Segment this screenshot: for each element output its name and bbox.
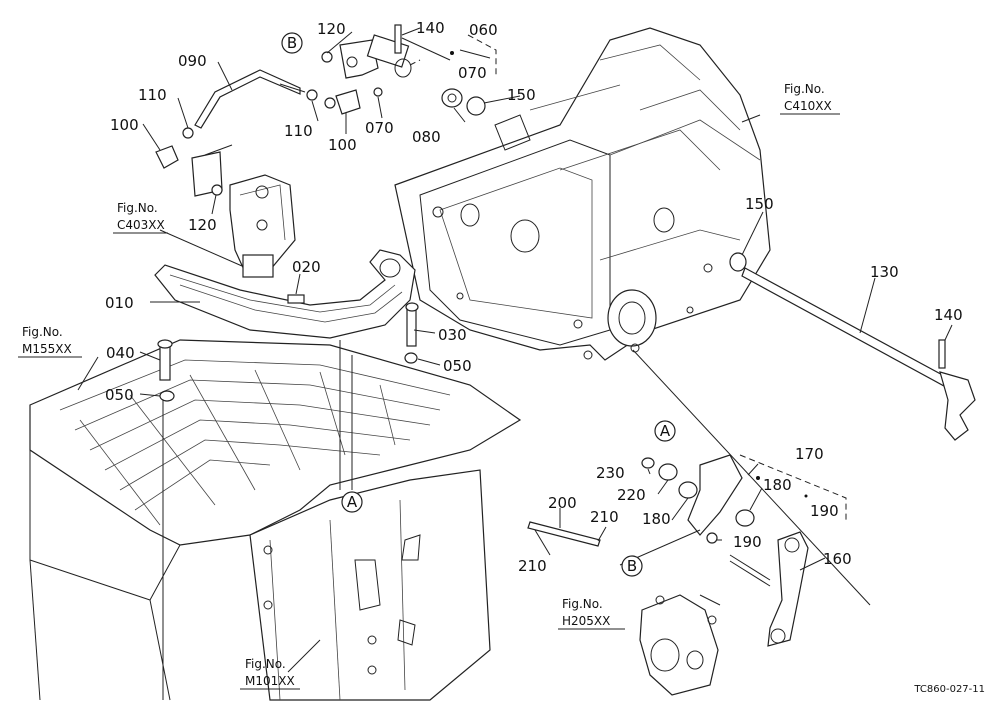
part-label-060: 060 [469, 21, 498, 39]
part-label-010: 010 [105, 294, 134, 312]
group-dot [804, 494, 808, 498]
rod-090 [194, 69, 306, 129]
part-label-130: 130 [870, 263, 899, 281]
part-label-200: 200 [548, 494, 577, 512]
part-label-110-mid: 110 [284, 122, 313, 140]
part-label-180-right: 180 [763, 476, 792, 494]
part-label-120-left: 120 [188, 216, 217, 234]
part-label-090: 090 [178, 52, 207, 70]
part-label-210-left: 210 [518, 557, 547, 575]
fig-ref-h205-line2: H205XX [562, 614, 610, 628]
part-label-190-mid: 190 [733, 533, 762, 551]
part-label-160: 160 [823, 550, 852, 568]
part-label-220: 220 [617, 486, 646, 504]
group-dot [756, 476, 760, 480]
drawing-code: TC860-027-11 [913, 684, 985, 695]
part-label-070-top: 070 [458, 64, 487, 82]
fig-ref-c403-line2: C403XX [117, 218, 165, 232]
callout-b-top-label: B [287, 34, 297, 52]
pedal-010 [154, 249, 416, 339]
fig-ref-m155: Fig.No. M155XX [18, 325, 82, 358]
fig-ref-m155-line2: M155XX [22, 342, 72, 356]
hardware-parts [155, 51, 486, 402]
fig-ref-m101-line2: M101XX [245, 674, 295, 688]
part-label-210-right: 210 [590, 508, 619, 526]
fig-ref-m101-line1: Fig.No. [245, 657, 286, 671]
valve-assembly [191, 144, 296, 278]
linkage-assembly [527, 454, 809, 647]
part-label-140-top: 140 [416, 19, 445, 37]
fig-ref-c403: Fig.No. C403XX [113, 201, 168, 234]
part-label-080: 080 [412, 128, 441, 146]
shaft-130 [729, 252, 976, 441]
callout-b-bottom-label: B [627, 557, 637, 575]
part-label-230: 230 [596, 464, 625, 482]
callout-b-bottom: B [621, 555, 643, 577]
part-label-100-mid: 100 [328, 136, 357, 154]
callout-a-top: A [654, 420, 676, 442]
part-label-050-right: 050 [443, 357, 472, 375]
part-label-040: 040 [106, 344, 135, 362]
part-label-100-left: 100 [110, 116, 139, 134]
callout-a-bottom-label: A [347, 493, 358, 511]
bracket-060 [339, 24, 412, 79]
part-label-150-right: 150 [745, 195, 774, 213]
floor-step-plate [29, 339, 522, 701]
part-label-190-right: 190 [810, 502, 839, 520]
part-label-120-top: 120 [317, 20, 346, 38]
housing-h205 [639, 594, 719, 696]
callout-a-top-label: A [660, 422, 671, 440]
part-label-020: 020 [292, 258, 321, 276]
transmission-case [394, 27, 771, 361]
part-label-170: 170 [795, 445, 824, 463]
fig-ref-c410-line1: Fig.No. [784, 82, 825, 96]
fig-ref-m155-line1: Fig.No. [22, 325, 63, 339]
part-label-070-bottom: 070 [365, 119, 394, 137]
leader-lines [77, 27, 953, 700]
fig-ref-h205: Fig.No. H205XX [558, 597, 625, 630]
fig-ref-h205-line1: Fig.No. [562, 597, 603, 611]
part-label-110-left: 110 [138, 86, 167, 104]
fig-ref-c403-line1: Fig.No. [117, 201, 158, 215]
part-label-140-right: 140 [934, 306, 963, 324]
group-dot [450, 51, 454, 55]
part-label-050-left: 050 [105, 386, 134, 404]
fig-ref-m101: Fig.No. M101XX [240, 657, 300, 690]
fig-ref-c410: Fig.No. C410XX [780, 82, 840, 115]
callout-a-bottom: A [341, 491, 363, 513]
fig-ref-c410-line2: C410XX [784, 99, 832, 113]
part-label-150-top: 150 [507, 86, 536, 104]
part-label-030: 030 [438, 326, 467, 344]
callout-b-top: B [281, 32, 303, 54]
part-label-180-left: 180 [642, 510, 671, 528]
